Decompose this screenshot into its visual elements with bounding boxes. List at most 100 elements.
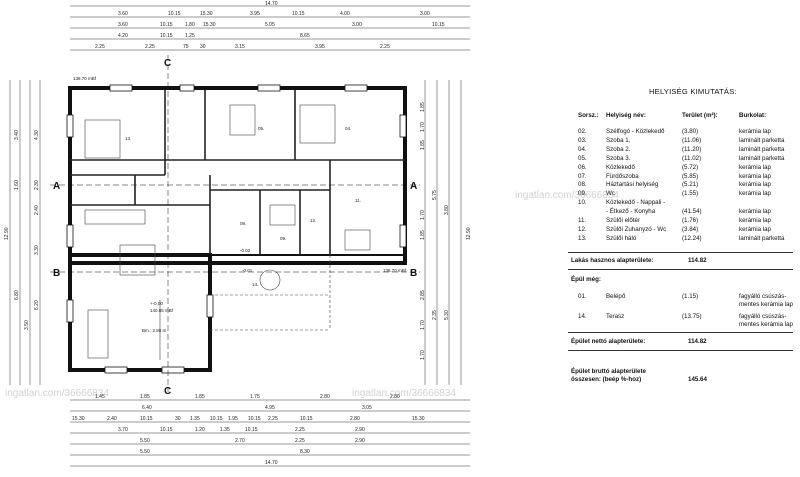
schedule-row: 10. Közlekedő - Nappali -	[563, 199, 798, 207]
svg-text:04.: 04.	[345, 126, 351, 131]
schedule-cell: kerámia lap	[739, 217, 771, 224]
svg-text:5.05: 5.05	[265, 22, 275, 28]
svg-text:2.25: 2.25	[295, 427, 305, 433]
watermark-bottom-mid: ingatlan.com/36666834	[352, 388, 456, 399]
schedule-row: 04.Szoba 2.(11.20)laminált parketta	[563, 146, 798, 154]
svg-text:4.20: 4.20	[118, 33, 128, 39]
svg-text:4.00: 4.00	[340, 11, 350, 17]
svg-text:2.80: 2.80	[350, 416, 360, 422]
svg-text:1.20: 1.20	[195, 427, 205, 433]
svg-text:2.25: 2.25	[380, 44, 390, 50]
svg-text:15.30: 15.30	[72, 416, 85, 422]
schedule-cell: kerámia lap	[739, 181, 771, 189]
schedule-cell: (12.24)	[682, 234, 702, 242]
brutto-value: 145.64	[688, 376, 707, 383]
schedule-cell: Közlekedő	[606, 163, 635, 171]
schedule-cell: (11.20)	[682, 145, 702, 153]
schedule-cell: Szülői Zuhanyzó - Wc	[606, 225, 667, 233]
top-dimensions	[70, 5, 470, 51]
plan-notes: 136.70 mBf 136.70 mBf -0.01 -0.02 +-0.00…	[73, 76, 407, 333]
lakas-label: Lakás hasznos alapterülete:	[571, 257, 654, 264]
svg-text:4.95: 4.95	[265, 405, 275, 411]
svg-text:3.95: 3.95	[250, 11, 260, 17]
schedule-cell: Szoba 2.	[606, 145, 631, 153]
schedule-cell: Háztartási helyiség	[606, 181, 659, 189]
section-markers: A A B B C C	[50, 55, 420, 397]
bottom-overall-dim: 14.70	[265, 460, 278, 466]
schedule-cell: kerámia lap	[739, 172, 771, 180]
schedule-cell: 03.	[578, 136, 587, 144]
svg-text:1.70: 1.70	[420, 210, 426, 220]
svg-text:1.75: 1.75	[250, 394, 260, 400]
svg-text:140.05 mBf: 140.05 mBf	[150, 308, 174, 313]
left-dim-labels: 3.40 4.30 1.60 2.30 2.40 3.30 12.90 6.80…	[4, 130, 40, 330]
svg-text:3.70: 3.70	[118, 427, 128, 433]
schedule-row: 13.Szülői háló(12.24)laminált parketta	[563, 235, 798, 243]
extra-row-14: 14. Terasz (13.75) fagyálló csúszás-	[578, 313, 787, 320]
section-a-right: A	[410, 181, 417, 192]
svg-text:10.15: 10.15	[292, 11, 305, 17]
bottom-dim-row2: 15.30 2.40 10.15 30 1.35 10.15 1.95 10.1…	[72, 416, 425, 422]
lakas-value: 114.82	[688, 257, 707, 264]
svg-text:2.25: 2.25	[268, 416, 278, 422]
schedule-cell: kerámia lap	[739, 163, 771, 171]
schedule-cell: Szoba 3.	[606, 154, 631, 162]
epul-meg-label: Épül még:	[571, 276, 601, 283]
schedule-row: 09.Wc(1.55)kerámia lap	[563, 190, 798, 198]
watermark-bottom-left: ingatlan.com/36666834	[5, 388, 109, 399]
bottom-dim-row4: 5.50 2.70 2.25 2.90	[140, 438, 365, 444]
schedule-cell: (1.76)	[682, 217, 699, 224]
svg-text:12.: 12.	[310, 218, 316, 223]
divider	[568, 332, 793, 333]
schedule-cell: Szoba 1.	[606, 136, 631, 144]
svg-text:12.90: 12.90	[466, 227, 472, 240]
svg-text:08.: 08.	[240, 221, 246, 226]
schedule-cell: Közlekedő - Nappali -	[606, 199, 666, 207]
right-dim-labels: 1.85 1.70 1.85 5.75 1.70 1.85 3.80 12.90…	[420, 102, 472, 360]
svg-text:10.15: 10.15	[432, 22, 445, 28]
schedule-row: 03.Szoba 1.(11.06)laminált parketta	[563, 137, 798, 145]
svg-text:3.60: 3.60	[118, 11, 128, 17]
svg-text:1.70: 1.70	[420, 122, 426, 132]
svg-text:09.: 09.	[280, 236, 286, 241]
windows	[66, 84, 407, 374]
svg-text:136.70 mBf: 136.70 mBf	[73, 76, 97, 81]
svg-text:2.35: 2.35	[432, 310, 438, 320]
svg-text:13.: 13.	[125, 136, 131, 141]
svg-text:1.35: 1.35	[190, 416, 200, 422]
svg-text:2.90: 2.90	[355, 438, 365, 444]
right-dimensions	[424, 80, 462, 385]
svg-text:2.30: 2.30	[34, 180, 40, 190]
schedule-cell: (11.06)	[682, 136, 702, 144]
schedule-cell: Szülői előtér	[606, 217, 641, 224]
schedule-cell: 10.	[578, 199, 587, 207]
svg-text:8.65: 8.65	[300, 33, 310, 39]
svg-text:15.30: 15.30	[203, 22, 216, 28]
svg-text:30: 30	[200, 44, 206, 50]
svg-text:10.15: 10.15	[160, 427, 173, 433]
top-dim-row2: 3.60 10.15 1.80 15.30 5.05 3.00 10.15	[118, 22, 445, 28]
svg-text:10.15: 10.15	[245, 427, 258, 433]
schedule-cell: 05.	[578, 154, 587, 162]
svg-text:3.15: 3.15	[235, 44, 245, 50]
header-helyiseg: Helyiség név:	[606, 112, 646, 119]
bottom-dimensions	[70, 399, 470, 467]
schedule-cell: 12.	[578, 225, 587, 233]
svg-text:1.70: 1.70	[420, 350, 426, 360]
divider	[568, 252, 793, 253]
section-c-bottom: C	[164, 386, 171, 397]
svg-text:05.: 05.	[258, 126, 264, 131]
furniture	[84, 104, 371, 360]
schedule-cell: (5.21)	[682, 181, 699, 189]
svg-text:3.95: 3.95	[315, 44, 325, 50]
left-dimensions	[9, 80, 41, 385]
schedule-row: 11.Szülői előtér(1.76)kerámia lap	[563, 217, 798, 225]
bottom-dim-row0: 1.45 1.85 1.85 1.75 2.80 2.80	[95, 394, 400, 400]
bottom-dim-row1: 6.40 4.95 3.05	[142, 405, 372, 411]
schedule-cell: (11.02)	[682, 154, 702, 162]
schedule-cell: 09.	[578, 190, 587, 198]
schedule-cell: kerámia lap	[739, 225, 771, 233]
svg-text:2.40: 2.40	[34, 205, 40, 215]
schedule-title: HELYISÉG KIMUTATÁS:	[649, 87, 737, 96]
